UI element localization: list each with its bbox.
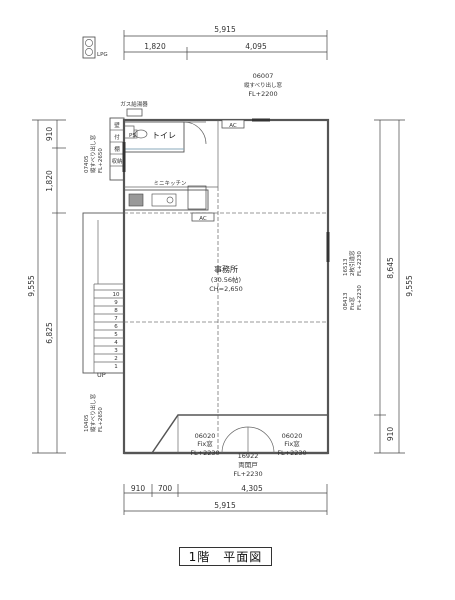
stair-step-number: 6 xyxy=(114,324,118,330)
storage-label-2: 付 xyxy=(114,133,120,141)
svg-text:縦すべり出し窓: 縦すべり出し窓 xyxy=(89,134,97,173)
svg-text:FL+2650: FL+2650 xyxy=(98,407,104,432)
mini-kitchen xyxy=(123,185,209,211)
svg-text:07405: 07405 xyxy=(84,155,90,173)
dim-top-total: 5,915 xyxy=(214,25,236,34)
window-08413-label: 08413 Fix窓 FL+2230 xyxy=(343,285,363,310)
stair-step-number: 8 xyxy=(114,308,118,314)
ac-unit-top xyxy=(221,119,245,129)
window-06020a-fl: FL+2230 xyxy=(190,449,219,457)
svg-text:Fix窓: Fix窓 xyxy=(348,296,356,310)
toilet-label: トイレ xyxy=(152,131,176,140)
storage-label-3: 棚 xyxy=(114,145,120,153)
window-06020b-type: Fix窓 xyxy=(284,439,300,448)
mini-kitchen-label: ミニキッチン xyxy=(153,180,187,187)
stair-step-number: 10 xyxy=(113,292,120,298)
lpg-tank-symbol xyxy=(82,36,96,59)
window-06007-fl: FL+2200 xyxy=(248,90,277,98)
dim-bottom-total: 5,915 xyxy=(214,501,236,510)
stair-step-number: 9 xyxy=(114,300,118,306)
dim-top-right: 4,095 xyxy=(245,42,267,51)
window-06020b-fl: FL+2230 xyxy=(277,449,306,457)
stair-step-number: 7 xyxy=(114,316,118,322)
svg-text:縦すべり出し窓: 縦すべり出し窓 xyxy=(89,393,97,432)
window-10405-label: 10405 縦すべり出し窓 FL+2650 xyxy=(84,393,104,432)
stair-step-number: 4 xyxy=(114,340,118,346)
window-06020a-code: 06020 xyxy=(195,432,216,440)
ac-unit-mid xyxy=(191,212,215,222)
staircase xyxy=(82,212,125,374)
window-07405-label: 07405 縦すべり出し窓 FL+2650 xyxy=(84,134,104,173)
dim-bottom-c: 4,305 xyxy=(241,484,263,493)
left-dimension-lines xyxy=(32,119,66,454)
window-06007-type: 縦すべり出し窓 xyxy=(244,81,283,89)
right-dimension-lines xyxy=(374,119,405,454)
door-16922-code: 16922 xyxy=(238,452,259,460)
svg-text:10405: 10405 xyxy=(84,414,90,432)
stair-step-number: 3 xyxy=(114,348,118,354)
toilet-room xyxy=(123,121,207,153)
stair-step-number: 5 xyxy=(114,332,118,338)
window-06020b-code: 06020 xyxy=(282,432,303,440)
bottom-dimension-lines xyxy=(123,484,328,515)
dim-bottom-b: 700 xyxy=(158,484,173,493)
office-name: 事務所 xyxy=(214,264,238,274)
office-ch: CH=2,650 xyxy=(209,285,242,293)
svg-text:2枚引違窓: 2枚引違窓 xyxy=(348,250,356,276)
dim-left-a: 910 xyxy=(45,127,54,142)
lpg-label: LPG xyxy=(97,52,108,58)
top-dimension-lines xyxy=(123,30,328,60)
stair-step-number: 2 xyxy=(114,356,118,362)
svg-text:FL+2230: FL+2230 xyxy=(357,285,363,310)
ps-label: PS xyxy=(129,133,136,139)
stair-step-number: 1 xyxy=(114,364,118,370)
door-16922-fl: FL+2230 xyxy=(233,470,262,478)
storage-label-1: 壁 xyxy=(114,121,120,129)
door-16922-type: 両開戸 xyxy=(238,461,258,469)
floor-plan-title: 1階 平面図 xyxy=(179,547,272,566)
gas-heater-symbol xyxy=(126,108,143,117)
ac-label-mid: AC xyxy=(199,216,207,222)
gas-heater-label: ガス給湯器 xyxy=(120,100,148,108)
svg-text:16513: 16513 xyxy=(343,258,349,276)
dim-left-b: 1,820 xyxy=(45,170,54,192)
stair-steps: 10 9 8 7 6 5 4 3 2 1 xyxy=(94,289,124,370)
stair-up-label: UP xyxy=(97,371,106,379)
dim-right-total: 9,555 xyxy=(405,275,414,297)
storage-label-4: 収納 xyxy=(111,157,123,165)
svg-text:08413: 08413 xyxy=(343,292,349,310)
dim-left-total: 9,555 xyxy=(27,275,36,297)
dim-left-c: 6,825 xyxy=(45,322,54,344)
office-area: (30.56帖) xyxy=(211,275,241,284)
dim-bottom-a: 910 xyxy=(131,484,146,493)
dim-right-a: 8,645 xyxy=(386,257,395,279)
svg-text:FL+2230: FL+2230 xyxy=(357,251,363,276)
window-06007-code: 06007 xyxy=(253,72,274,80)
entrance-bay xyxy=(151,414,328,454)
window-16513-label: 16513 2枚引違窓 FL+2230 xyxy=(343,250,363,276)
window-06020a-type: Fix窓 xyxy=(197,439,213,448)
svg-text:FL+2650: FL+2650 xyxy=(98,148,104,173)
dim-right-b: 910 xyxy=(386,427,395,442)
dim-top-left: 1,820 xyxy=(144,42,166,51)
ac-label-top: AC xyxy=(229,123,237,129)
